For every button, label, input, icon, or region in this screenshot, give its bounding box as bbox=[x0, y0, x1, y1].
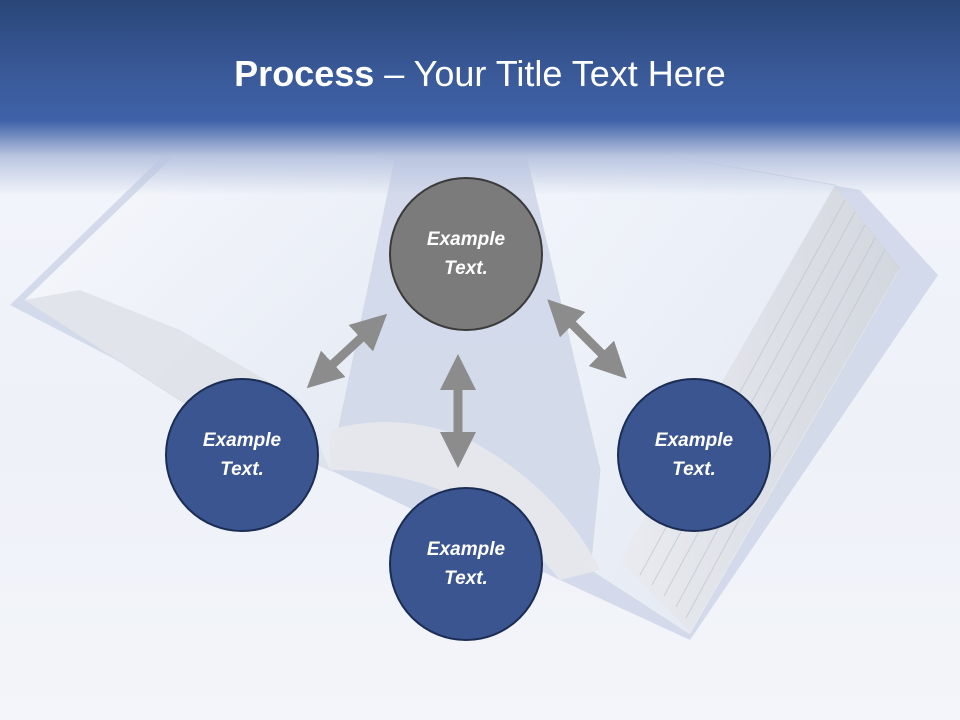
node-right: Example Text. bbox=[617, 378, 771, 532]
node-left: Example Text. bbox=[165, 378, 319, 532]
node-left-label: Example Text. bbox=[202, 430, 282, 480]
node-top-label: Example Text. bbox=[426, 229, 506, 279]
arrow-top-left bbox=[306, 313, 388, 389]
node-bottom: Example Text. bbox=[389, 487, 543, 641]
title-rest-text: – Your Title Text Here bbox=[374, 53, 726, 94]
arrow-top-right bbox=[547, 299, 627, 379]
node-top: Example Text. bbox=[389, 177, 543, 331]
title-bold-text: Process bbox=[234, 53, 375, 94]
slide-title: Process – Your Title Text Here bbox=[0, 52, 960, 96]
node-right-label: Example Text. bbox=[654, 430, 734, 480]
node-bottom-label: Example Text. bbox=[426, 539, 506, 589]
title-bar bbox=[0, 0, 960, 195]
